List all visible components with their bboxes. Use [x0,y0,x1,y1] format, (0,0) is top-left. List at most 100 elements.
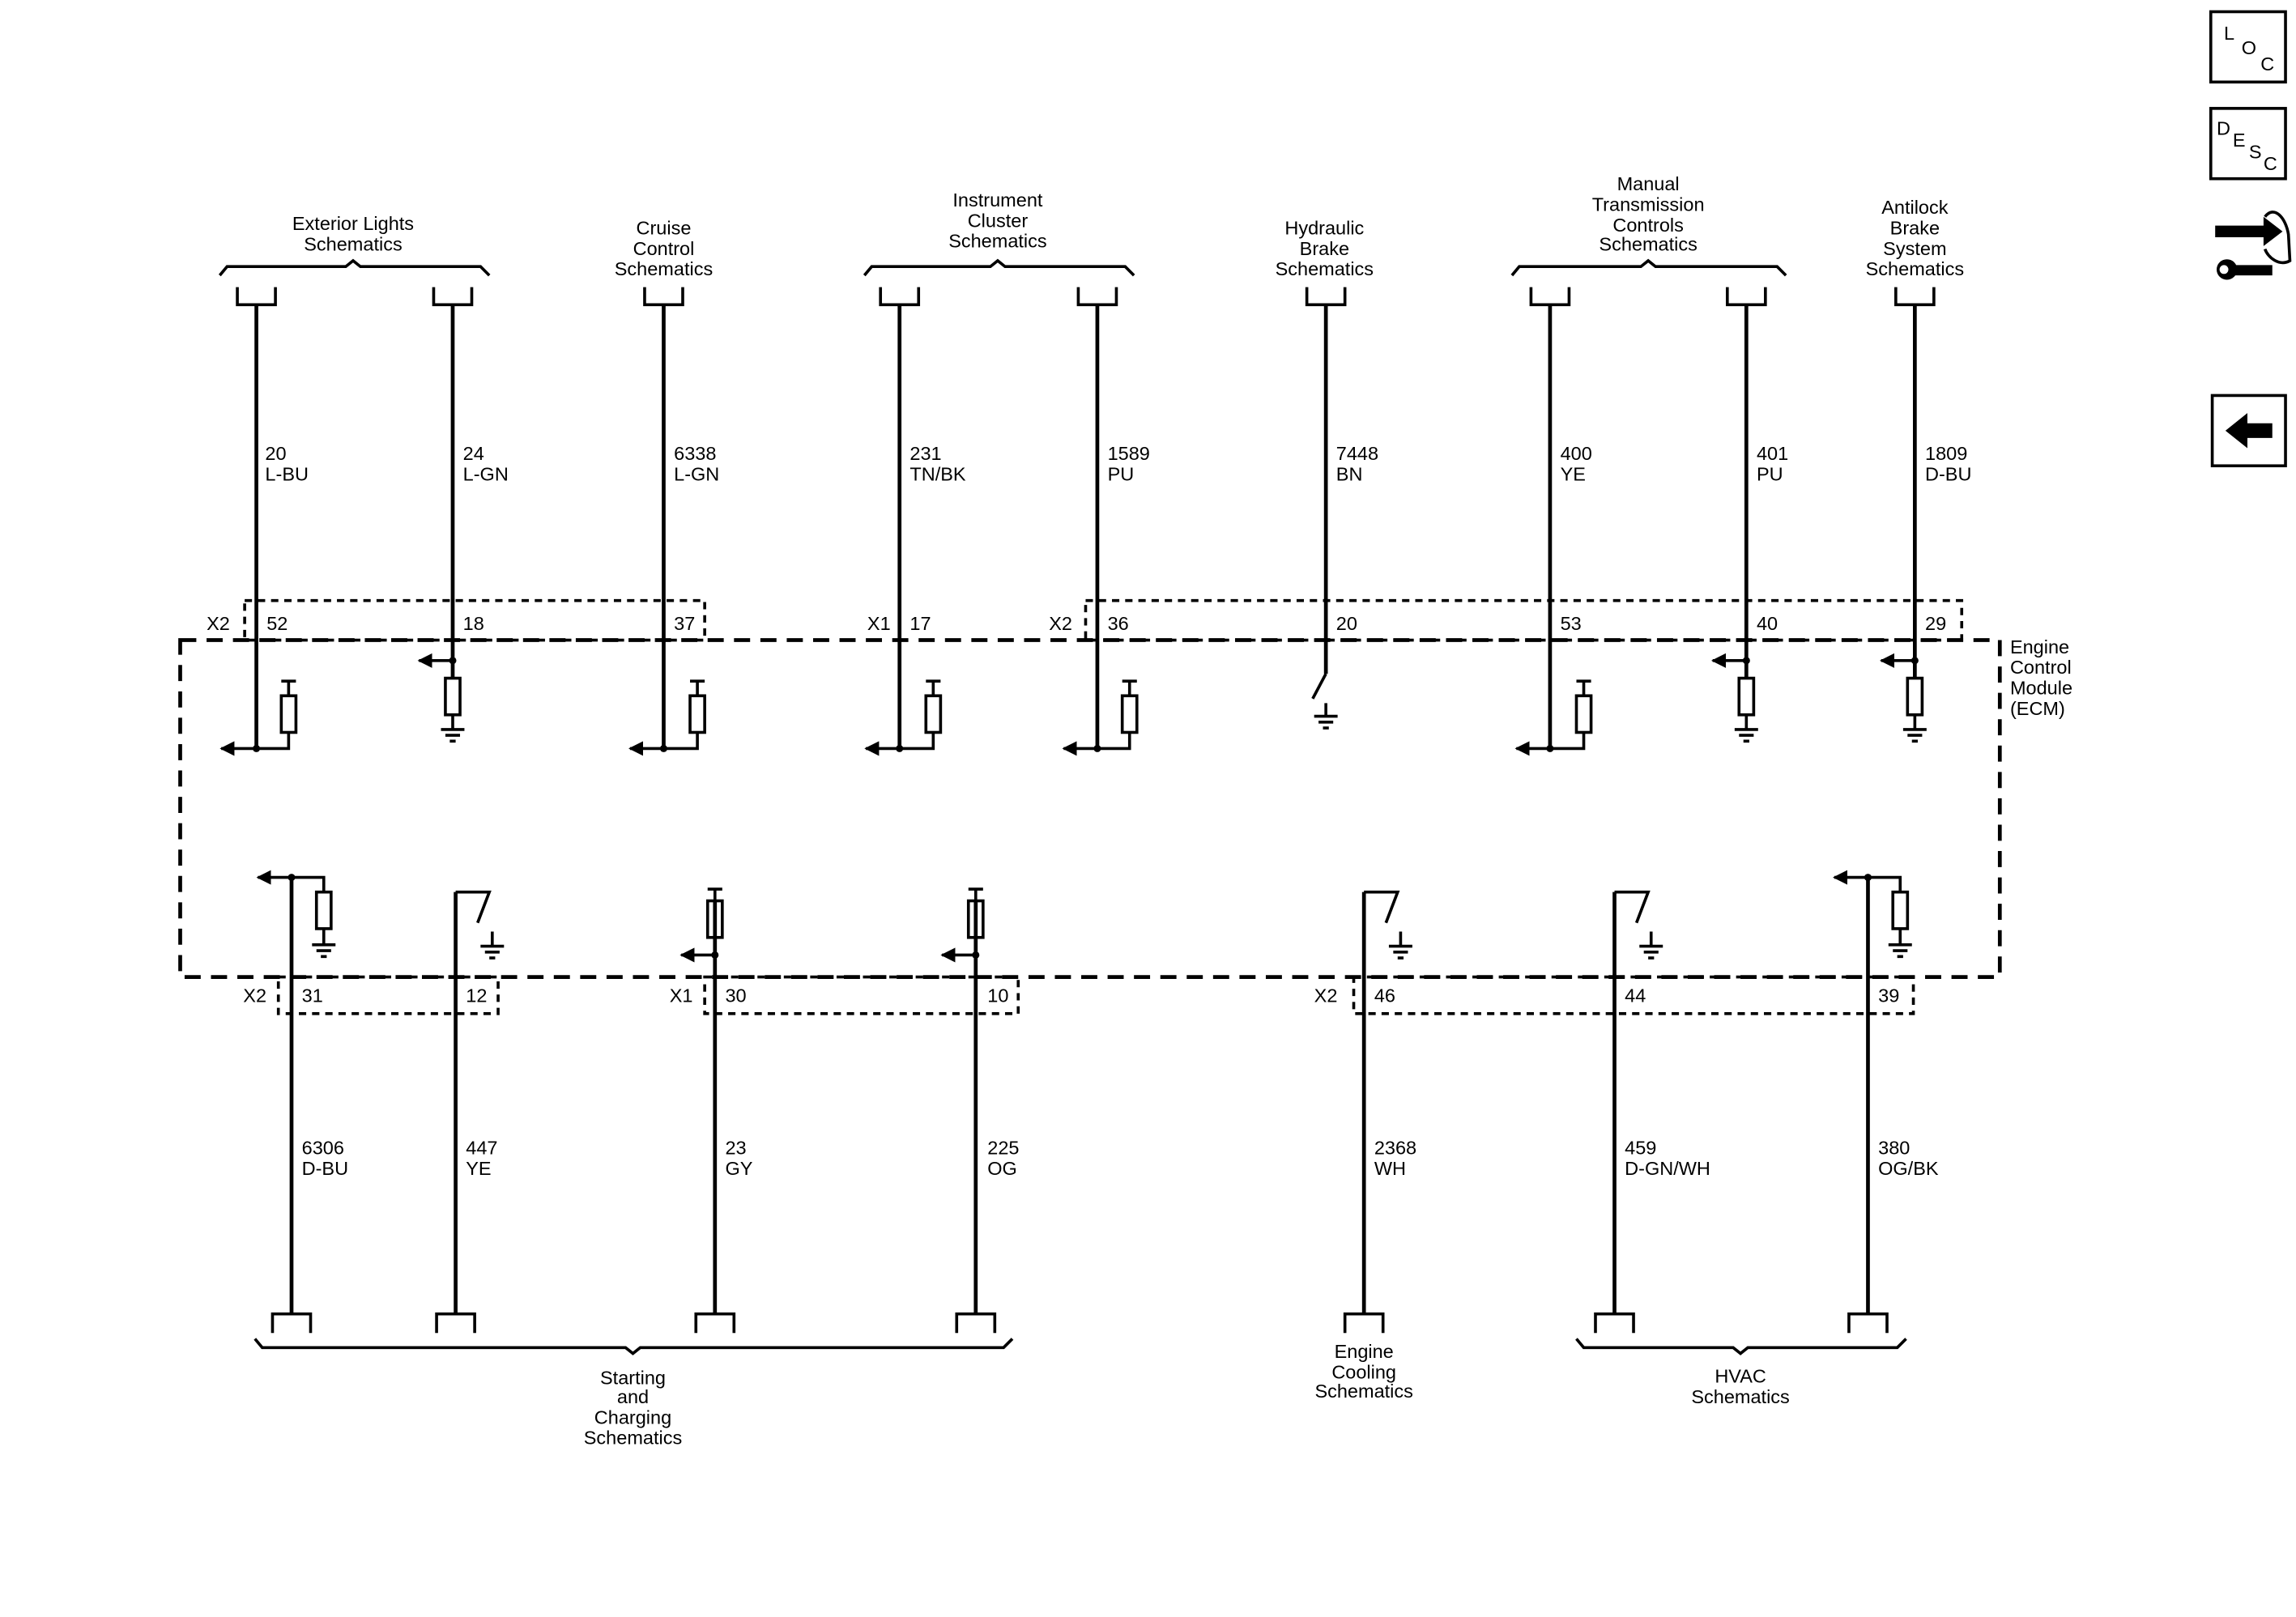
link-label-line: Starting [600,1368,666,1389]
instrument-cluster-schematics-link[interactable]: Instrument Cluster Schematics [863,189,1135,277]
location-view-button[interactable]: L O C [2209,10,2287,84]
connector-label-x2: X2 [1314,985,1338,1006]
desc-letter-c: C [2264,153,2277,174]
connector-x2-top-b [1084,598,1964,642]
pin-number: 39 [1878,985,1899,1006]
pin-number: 30 [725,985,746,1006]
hvac-schematics-link[interactable]: HVAC Schematics [1575,1338,1907,1407]
cruise-control-schematics-link[interactable]: Cruise Control Schematics [615,217,713,279]
circuit-401[interactable]: 401 PU 40 [1710,287,1788,743]
hydraulic-brake-schematics-link[interactable]: Hydraulic Brake Schematics [1276,217,1374,279]
connector-label-x2: X2 [1049,613,1072,634]
link-label-line: Cluster [968,210,1029,231]
link-label-line: Exterior Lights [292,213,414,234]
wire-color: YE [466,1158,491,1179]
pin-number: 36 [1108,613,1129,634]
circuit-23[interactable]: 23 GY 30 [679,887,753,1334]
circuit-6338[interactable]: 6338 L-GN 37 [628,287,719,756]
wire-color: PU [1108,463,1135,484]
starting-charging-schematics-link[interactable]: Starting and Charging Schematics [253,1338,1014,1449]
connector-x2-top-a [243,598,706,642]
circuit-2368[interactable]: 2368 WH 46 [1343,890,1416,1334]
desc-letter-s: S [2249,141,2262,162]
link-label-line: Controls [1612,215,1684,236]
wire-color: L-BU [265,463,309,484]
ecm-module-label: Engine Control Module (ECM) [2010,636,2072,719]
module-label-line: (ECM) [2010,698,2065,719]
connector-label-x1: X1 [670,985,693,1006]
circuit-20[interactable]: 20 L-BU 52 [219,287,309,756]
link-label-line: Charging [594,1406,671,1428]
link-label-line: HVAC [1715,1366,1766,1387]
back-button[interactable] [2210,394,2287,468]
wire-color: D-GN/WH [1625,1158,1710,1179]
pin-number: 12 [466,985,487,1006]
circuit-24[interactable]: 24 L-GN 18 [417,287,509,743]
circuit-6306[interactable]: 6306 D-BU 31 [256,870,348,1334]
circuit-231[interactable]: 231 TN/BK 17 [864,287,966,756]
wire-color: GY [725,1158,752,1179]
pin-number: 20 [1336,613,1357,634]
circuit-380[interactable]: 380 OG/BK 39 [1833,870,1939,1334]
wire-color: WH [1374,1158,1406,1179]
description-view-button[interactable]: D E S C [2209,107,2287,181]
link-label-line: Manual [1617,173,1680,194]
circuit-number: 401 [1757,443,1788,464]
link-label-line: Schematics [1276,258,1374,279]
circuit-400[interactable]: 400 YE 53 [1514,287,1593,756]
desc-letter-d: D [2217,117,2230,138]
circuit-number: 1809 [1925,443,1967,464]
circuit-number: 231 [909,443,941,464]
wire-color: YE [1561,463,1586,484]
wire-color: D-BU [302,1158,348,1179]
circuit-number: 24 [463,443,484,464]
circuit-1809[interactable]: 1809 D-BU 29 [1879,287,1972,743]
circuit-number: 2368 [1374,1137,1416,1158]
module-label-line: Module [2010,677,2072,698]
manual-transmission-schematics-link[interactable]: Manual Transmission Controls Schematics [1510,173,1787,277]
link-label-line: Cooling [1331,1361,1396,1382]
pin-number: 52 [266,613,288,634]
connector-x2-bottom-b [1352,975,1915,1015]
link-label-line: Transmission [1592,194,1705,215]
link-label-line: Schematics [1866,258,1964,279]
wire-color: L-GN [674,463,719,484]
exterior-lights-schematics-link[interactable]: Exterior Lights Schematics [218,213,491,277]
circuit-number: 447 [466,1137,497,1158]
repair-procedures-icon[interactable] [2215,211,2292,280]
connector-x2-bottom-a [276,975,500,1015]
link-label-line: Hydraulic [1284,217,1364,238]
back-arrow-icon [2225,413,2273,449]
pin-number: 44 [1625,985,1646,1006]
pin-number: 31 [302,985,323,1006]
link-label-line: Brake [1300,238,1349,259]
circuit-number: 1589 [1108,443,1150,464]
engine-cooling-schematics-link[interactable]: Engine Cooling Schematics [1314,1341,1412,1402]
pin-number: 18 [463,613,484,634]
circuit-number: 6306 [302,1137,344,1158]
pin-number: 37 [674,613,695,634]
wire-color: BN [1336,463,1363,484]
circuit-459[interactable]: 459 D-GN/WH 44 [1594,890,1710,1334]
circuit-7448[interactable]: 7448 BN 20 [1305,287,1378,730]
link-label-line: Schematics [615,258,713,279]
circuit-225[interactable]: 225 OG 10 [940,887,1019,1334]
wire-color: D-BU [1925,463,1971,484]
loc-letter-c: C [2260,53,2274,74]
wire-color: PU [1757,463,1783,484]
antilock-brake-schematics-link[interactable]: Antilock Brake System Schematics [1866,197,1964,279]
pin-number: 40 [1757,613,1778,634]
link-label-line: System [1883,238,1946,259]
link-label-line: Schematics [948,231,1046,252]
circuit-447[interactable]: 447 YE 12 [435,890,505,1334]
circuit-number: 20 [265,443,286,464]
circuit-number: 7448 [1336,443,1378,464]
connector-label-x2: X2 [243,985,266,1006]
connector-label-x1: X1 [867,613,891,634]
ecm-module-outline [178,638,2002,979]
pin-number: 46 [1374,985,1395,1006]
wire-color: OG [987,1158,1017,1179]
link-label-line: Antilock [1881,197,1949,218]
circuit-1589[interactable]: 1589 PU 36 [1062,287,1150,756]
